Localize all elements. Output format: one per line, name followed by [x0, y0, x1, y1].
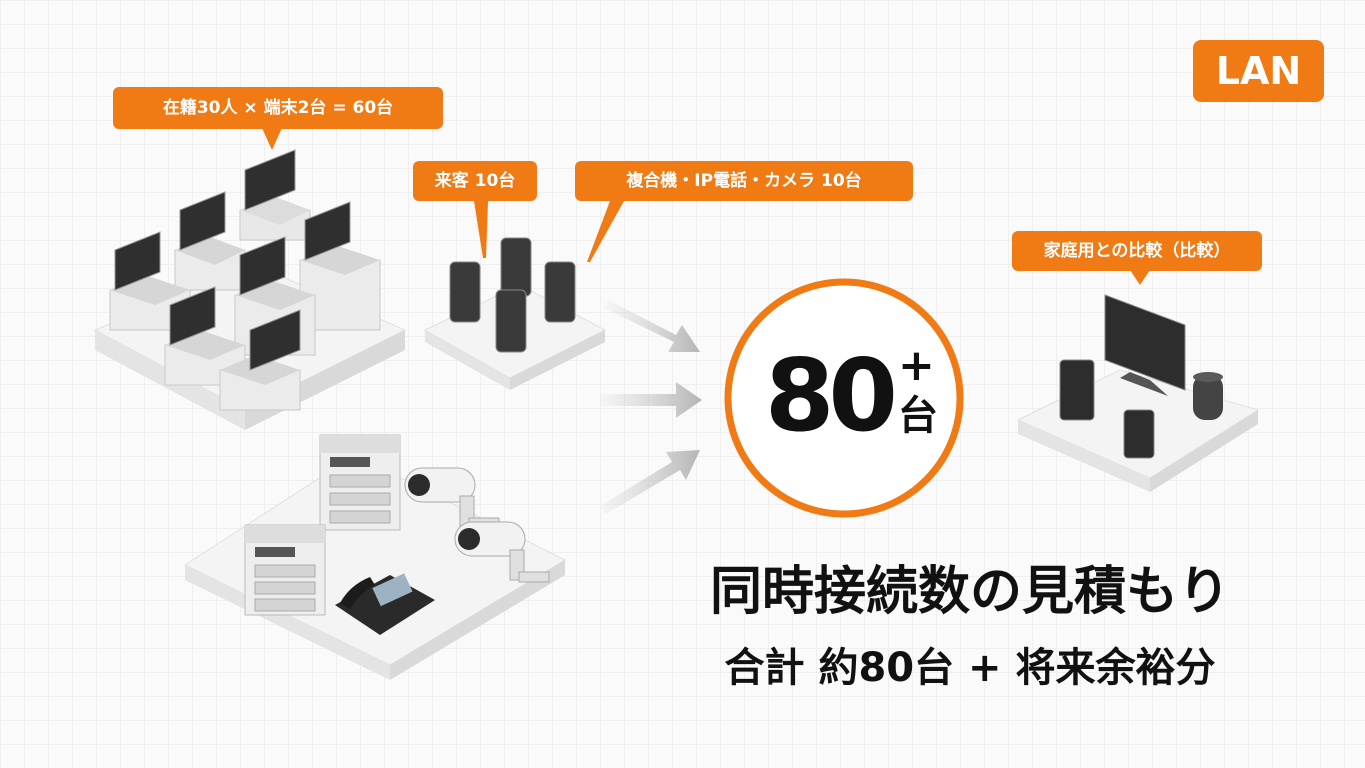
smartphones [449, 237, 576, 353]
laptop-icon [219, 309, 301, 411]
total-number: 80 [764, 337, 898, 454]
smartphone-icon [544, 261, 576, 323]
smartphone-icon [449, 261, 481, 323]
smartphone-icon [495, 289, 527, 353]
laptop-icon [174, 191, 246, 291]
laptop-icon [299, 201, 381, 331]
callout-staff-devices: 在籍30人 × 端末2台 = 60台 [113, 87, 443, 129]
security-camera-icon [454, 521, 550, 583]
callout-tail [1130, 270, 1150, 285]
callout-guest-devices: 来客 10台 [413, 161, 537, 201]
lan-badge: LAN [1193, 40, 1324, 102]
ip-phone-icon [335, 573, 435, 635]
flow-arrows [600, 300, 702, 514]
laptop-stacks [109, 149, 381, 411]
callout-tail [262, 128, 282, 150]
smartphone-icon [500, 237, 532, 297]
callout-office-devices: 複合機・IP電話・カメラ 10台 [575, 161, 913, 201]
office-platform [183, 454, 567, 680]
television-icon [1104, 294, 1186, 396]
tablet-icon [1123, 409, 1155, 459]
callout-home-comparison: 家庭用との比較（比較） [1012, 231, 1262, 271]
callout-tail [587, 201, 624, 262]
printer-icon [244, 524, 326, 616]
tablet-icon [1059, 359, 1095, 421]
printer-icon [319, 434, 401, 531]
total-ring [724, 278, 964, 518]
page-subtitle: 合計 約80台 + 将来余裕分 [724, 645, 1216, 691]
callout-tail [474, 201, 488, 258]
total-unit: 台 [898, 393, 938, 439]
page-title: 同時接続数の見積もり [709, 562, 1230, 622]
laptop-icon [239, 149, 311, 241]
total-plus: + [898, 340, 935, 391]
smart-speaker-icon [1193, 372, 1223, 420]
